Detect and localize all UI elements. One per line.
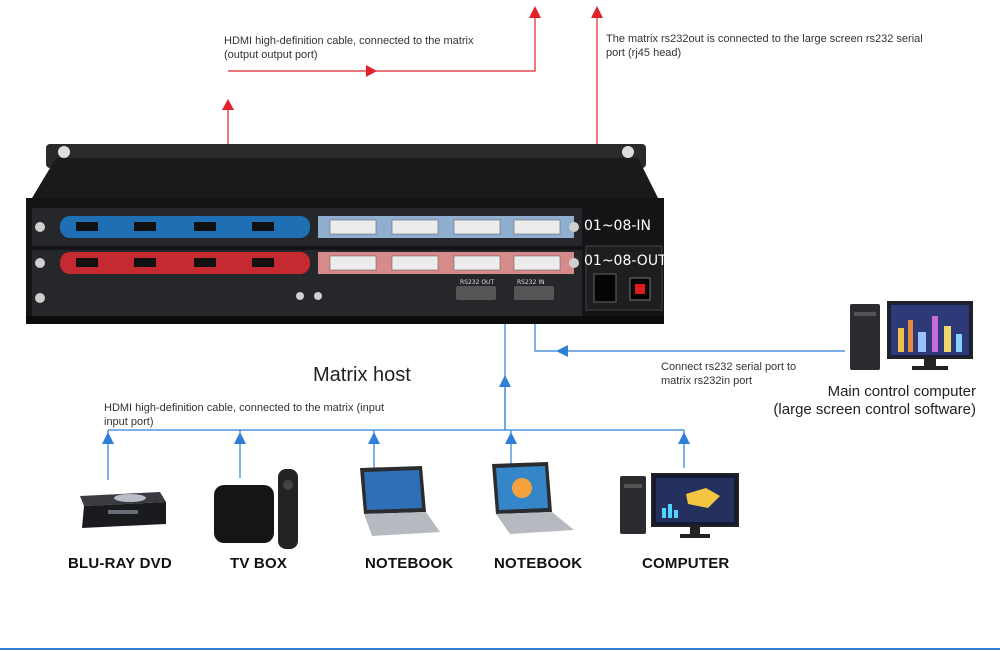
in-port-label: 01~08-IN <box>584 218 652 234</box>
bluray-player-icon <box>80 492 166 528</box>
device-label-bluray: BLU-RAY DVD <box>68 555 172 572</box>
output-cable-arrow-up <box>222 99 234 110</box>
device-label-notebook-2: NOTEBOOK <box>494 555 583 572</box>
rs232-in-arrow <box>556 345 568 357</box>
desktop-computer-icon <box>620 473 739 538</box>
device-label-notebook-1: NOTEBOOK <box>365 555 454 572</box>
bottom-divider <box>0 648 1000 650</box>
output-cable-arrow-top <box>529 6 541 18</box>
rs232-in-label: RS232 IN <box>517 279 545 286</box>
out-port-label: 01~08-OUT <box>584 253 667 269</box>
laptop-icon <box>492 462 574 534</box>
device-label-computer: COMPUTER <box>642 555 730 572</box>
main-control-computer-icon <box>850 301 973 370</box>
hdmi-input-note: HDMI high-definition cable, connected to… <box>104 402 385 428</box>
rs232-out-note: The matrix rs232out is connected to the … <box>606 33 923 59</box>
tv-box-icon <box>214 469 298 549</box>
rs232-in-note: Connect rs232 serial port to matrix rs23… <box>661 361 797 387</box>
matrix-host-chassis <box>26 144 664 324</box>
rs232-out-arrow-top <box>591 6 603 18</box>
input-bus-arrow-up <box>499 375 511 387</box>
rs232-out-label: RS232 OUT <box>460 279 495 286</box>
main-control-computer-line1: Main control computer <box>827 383 976 400</box>
main-control-computer-line2: (large screen control software) <box>773 401 976 418</box>
device-label-tvbox: TV BOX <box>230 555 288 572</box>
main-control-computer-label: Main control computer (large screen cont… <box>740 383 976 419</box>
hdmi-output-note: HDMI high-definition cable, connected to… <box>224 35 474 61</box>
matrix-host-title: Matrix host <box>313 364 411 386</box>
output-cable-arrow-right <box>366 65 377 77</box>
laptop-icon <box>360 466 440 536</box>
